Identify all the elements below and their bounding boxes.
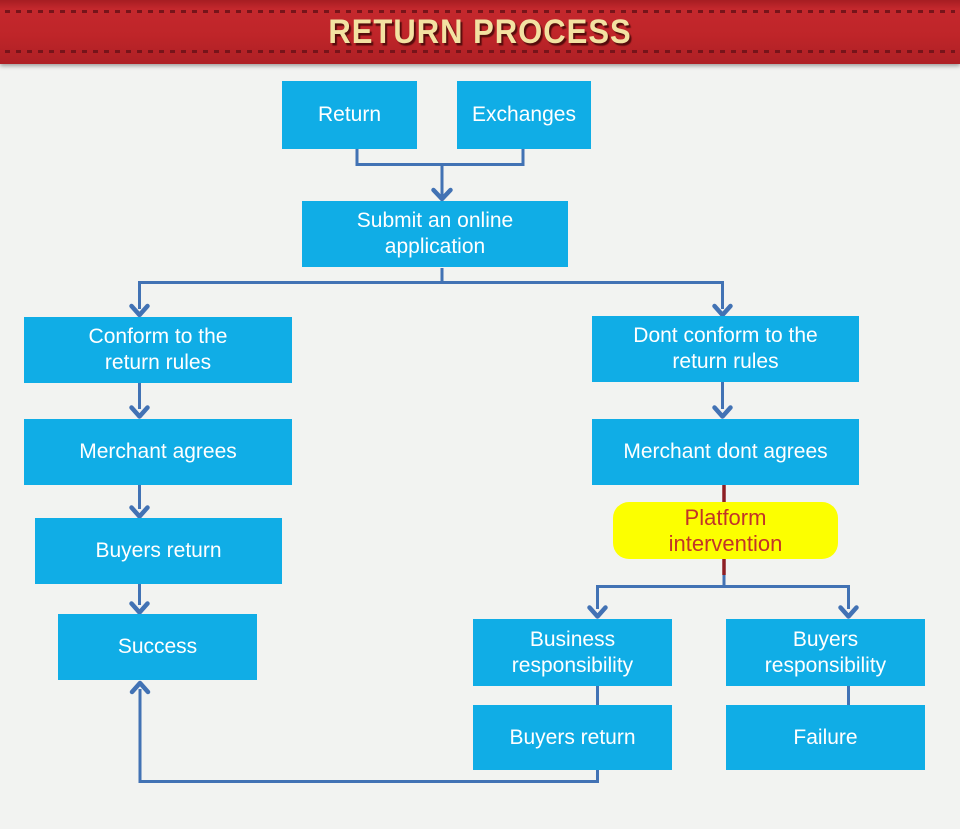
node-failure: Failure — [726, 705, 925, 770]
node-merchant-dont-agrees: Merchant dont agrees — [592, 419, 859, 485]
connector-lines — [138, 149, 850, 783]
bottom-split-bracket — [596, 585, 850, 609]
arrow-into-merchant-dont — [712, 405, 733, 419]
node-success: Success — [58, 614, 257, 680]
node-platform-intervention: Platform intervention — [613, 502, 838, 559]
node-buyers-return-left: Buyers return — [35, 518, 282, 584]
title-banner: RETURN PROCESS — [0, 0, 960, 64]
node-return: Return — [282, 81, 417, 149]
arrow-into-dontconform — [712, 303, 733, 318]
banner-dash-bottom — [5, 50, 955, 53]
arrow-into-merchant-agrees — [129, 405, 150, 419]
banner-dash-top — [5, 10, 955, 13]
page-title: RETURN PROCESS — [328, 11, 632, 52]
arrow-into-business-resp — [587, 605, 608, 619]
feedback-loop — [138, 689, 599, 783]
arrow-into-submit — [431, 187, 453, 202]
node-merchant-agrees: Merchant agrees — [24, 419, 292, 485]
arrow-into-success-top — [129, 601, 150, 615]
arrow-into-buyers-return-left — [129, 505, 150, 519]
node-buyers-return-bottom: Buyers return — [473, 705, 672, 770]
node-dont-conform-rules: Dont conform to the return rules — [592, 316, 859, 382]
node-buyers-responsibility: Buyers responsibility — [726, 619, 925, 686]
arrow-into-conform — [129, 303, 150, 318]
node-submit-application: Submit an online application — [302, 201, 568, 267]
node-business-responsibility: Business responsibility — [473, 619, 672, 686]
merge-bracket-top — [355, 149, 525, 166]
arrow-into-success-bottom — [129, 680, 151, 695]
arrow-into-buyers-resp — [838, 605, 859, 619]
arrowheads — [129, 187, 859, 695]
node-exchanges: Exchanges — [457, 81, 591, 149]
main-split-bracket — [138, 281, 724, 309]
node-conform-rules: Conform to the return rules — [24, 317, 292, 383]
